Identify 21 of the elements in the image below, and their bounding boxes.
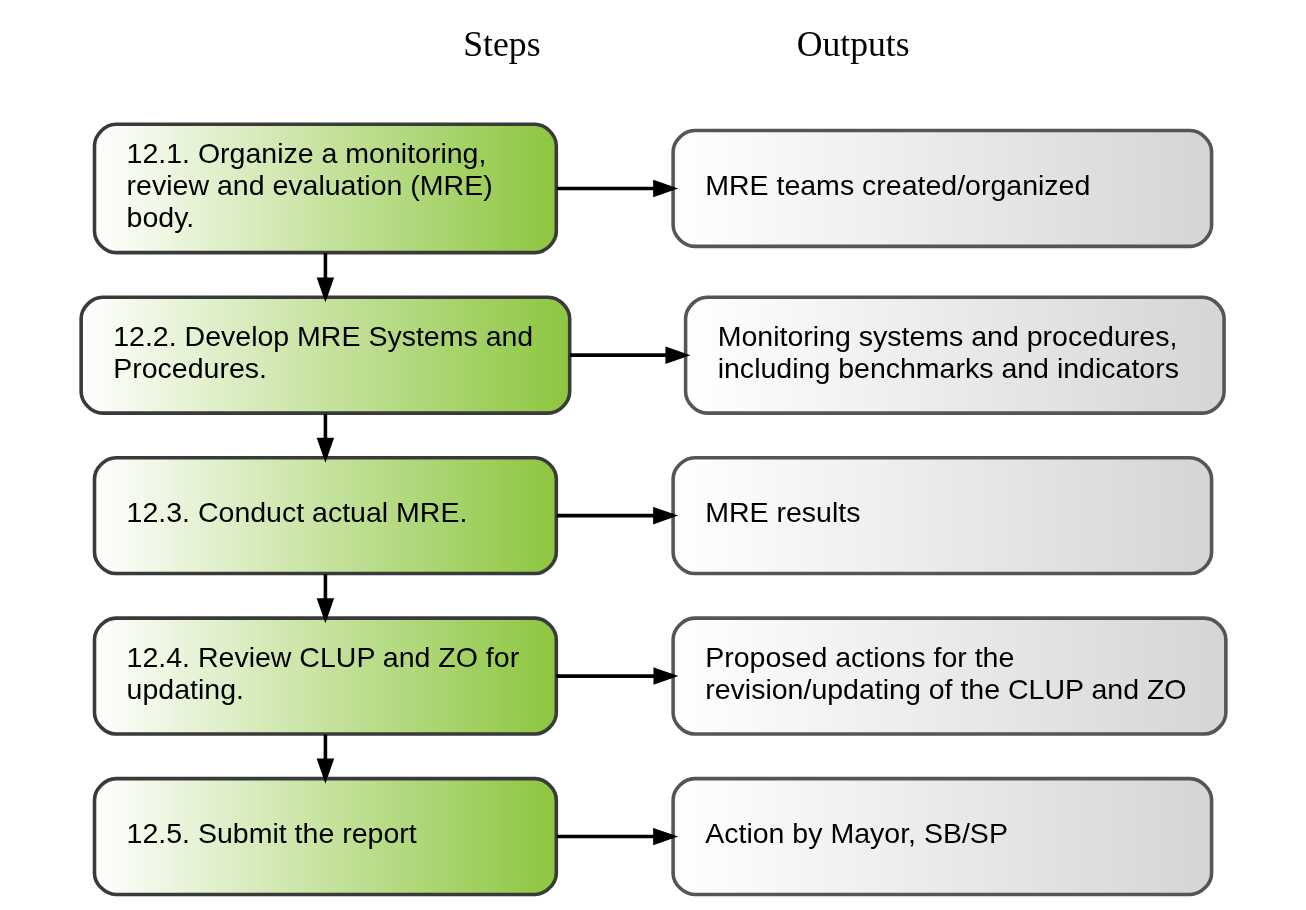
node-box: 12.5. Submit the report	[92, 776, 558, 897]
node-box: Monitoring systems and procedures, including benchmarks and indicators	[683, 295, 1226, 415]
arrow	[556, 506, 678, 525]
label: Steps	[462, 24, 541, 65]
node-box: 12.1. Organize a monitoring, review and evaluation (MRE) body.	[92, 122, 558, 255]
node-box: 12.4. Review CLUP and ZO for updating.	[92, 616, 558, 736]
arrow	[555, 667, 678, 685]
arrow	[316, 413, 334, 463]
arrow	[316, 734, 334, 784]
node-box: Action by Mayor, SB/SP	[670, 776, 1213, 897]
arrow	[556, 827, 678, 846]
arrow	[316, 252, 334, 303]
arrow	[316, 574, 334, 624]
label: Outputs	[796, 24, 910, 65]
node-box: 12.2. Develop MRE Systems and Procedures.	[78, 295, 571, 415]
arrow	[556, 179, 678, 198]
node-box: Proposed actions for the revision/updating of the CLUP and ZO	[670, 616, 1228, 736]
arrow	[569, 346, 690, 364]
node-box: 12.3. Conduct actual MRE.	[92, 455, 558, 576]
node-box: MRE teams created/organized	[670, 128, 1213, 249]
node-box: MRE results	[670, 455, 1213, 576]
